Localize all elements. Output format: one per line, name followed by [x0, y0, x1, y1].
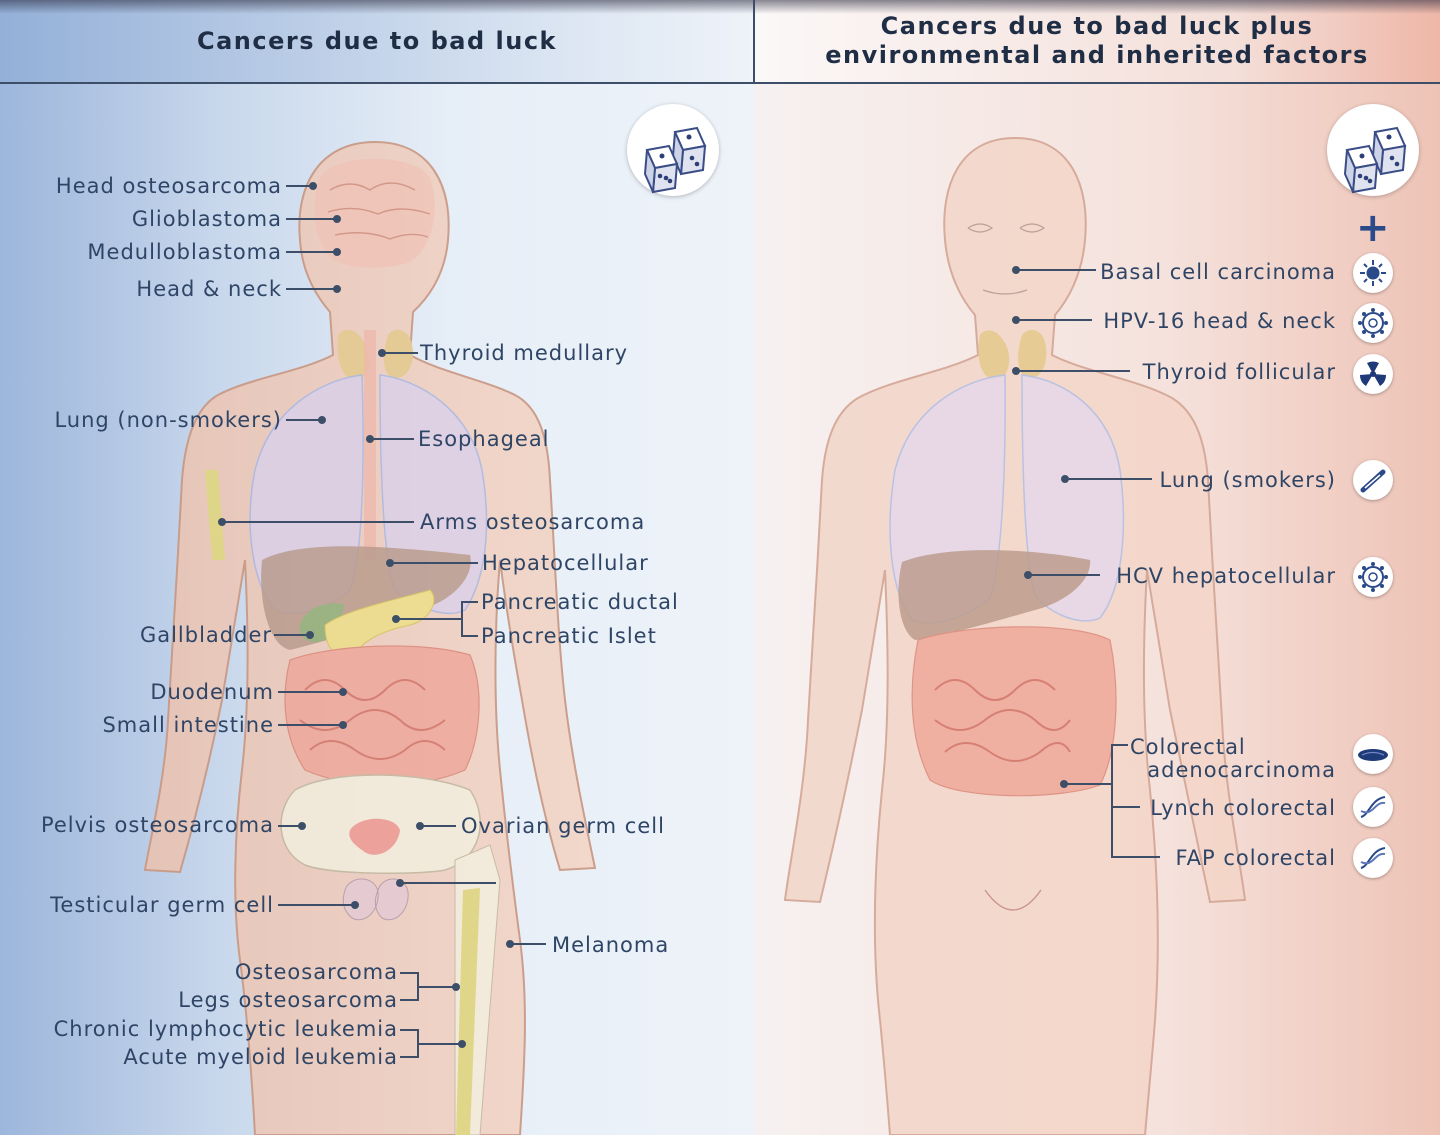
label-pelvis-osteosarcoma: Pelvis osteosarcoma: [40, 813, 274, 837]
left-panel-title: Cancers due to bad luck: [0, 0, 754, 84]
label-colorectal-line2: adenocarcinoma: [1147, 758, 1336, 782]
label-hcv-hepatocellular: HCV hepatocellular: [1116, 564, 1336, 588]
label-esophageal: Esophageal: [418, 427, 550, 451]
label-lynch-colorectal: Lynch colorectal: [1150, 796, 1336, 820]
label-acute-myeloid-leukemia: Acute myeloid leukemia: [123, 1045, 398, 1069]
radiation-icon: [1353, 354, 1393, 394]
label-glioblastoma: Glioblastoma: [131, 207, 282, 231]
label-ovarian-germ-cell: Ovarian germ cell: [461, 814, 665, 838]
label-pancreatic-ductal: Pancreatic ductal: [481, 590, 679, 614]
label-small-intestine: Small intestine: [102, 713, 274, 737]
label-lung-smokers: Lung (smokers): [1159, 468, 1336, 492]
label-basal-cell-carcinoma: Basal cell carcinoma: [1100, 260, 1336, 284]
dna-icon: [1353, 838, 1393, 878]
label-colorectal-line1: Colorectal: [1130, 735, 1246, 759]
label-head-osteosarcoma: Head osteosarcoma: [55, 174, 282, 198]
colon-icon: [1353, 734, 1393, 774]
label-thyroid-medullary: Thyroid medullary: [420, 341, 629, 365]
right-title-line1: Cancers due to bad luck plus: [880, 12, 1314, 40]
virus-icon: [1353, 303, 1393, 343]
right-title-line2: environmental and inherited factors: [825, 41, 1369, 69]
left-body-figure: [143, 140, 597, 1135]
label-osteosarcoma: Osteosarcoma: [234, 960, 398, 984]
label-gallbladder: Gallbladder: [139, 623, 272, 647]
top-shadow: [0, 0, 1440, 14]
label-thyroid-follicular: Thyroid follicular: [1142, 360, 1336, 384]
header-divider: [753, 0, 755, 84]
label-arms-osteosarcoma: Arms osteosarcoma: [420, 510, 646, 534]
label-chronic-lymphocytic-leukemia: Chronic lymphocytic leukemia: [53, 1017, 398, 1041]
label-medulloblastoma: Medulloblastoma: [87, 240, 282, 264]
cigarette-icon: [1353, 460, 1393, 500]
label-fap-colorectal: FAP colorectal: [1175, 846, 1336, 870]
label-head-neck: Head & neck: [136, 277, 282, 301]
label-duodenum: Duodenum: [150, 680, 274, 704]
label-hpv16-head-neck: HPV-16 head & neck: [1103, 309, 1336, 333]
label-hepatocellular: Hepatocellular: [482, 551, 649, 575]
dice-icon: [627, 104, 719, 196]
left-title-text: Cancers due to bad luck: [197, 26, 557, 55]
dna-icon: [1353, 787, 1393, 827]
dice-icon: [1327, 104, 1419, 196]
label-lung-non-smokers: Lung (non-smokers): [54, 408, 282, 432]
sun-icon: [1353, 253, 1393, 293]
label-melanoma: Melanoma: [552, 933, 670, 957]
right-body-figure: [783, 136, 1247, 1135]
label-testicular-germ-cell: Testicular germ cell: [50, 893, 274, 917]
plus-icon: +: [1356, 205, 1390, 251]
label-pancreatic-islet: Pancreatic Islet: [481, 624, 657, 648]
label-legs-osteosarcoma: Legs osteosarcoma: [178, 988, 398, 1012]
virus-icon: [1353, 557, 1393, 597]
